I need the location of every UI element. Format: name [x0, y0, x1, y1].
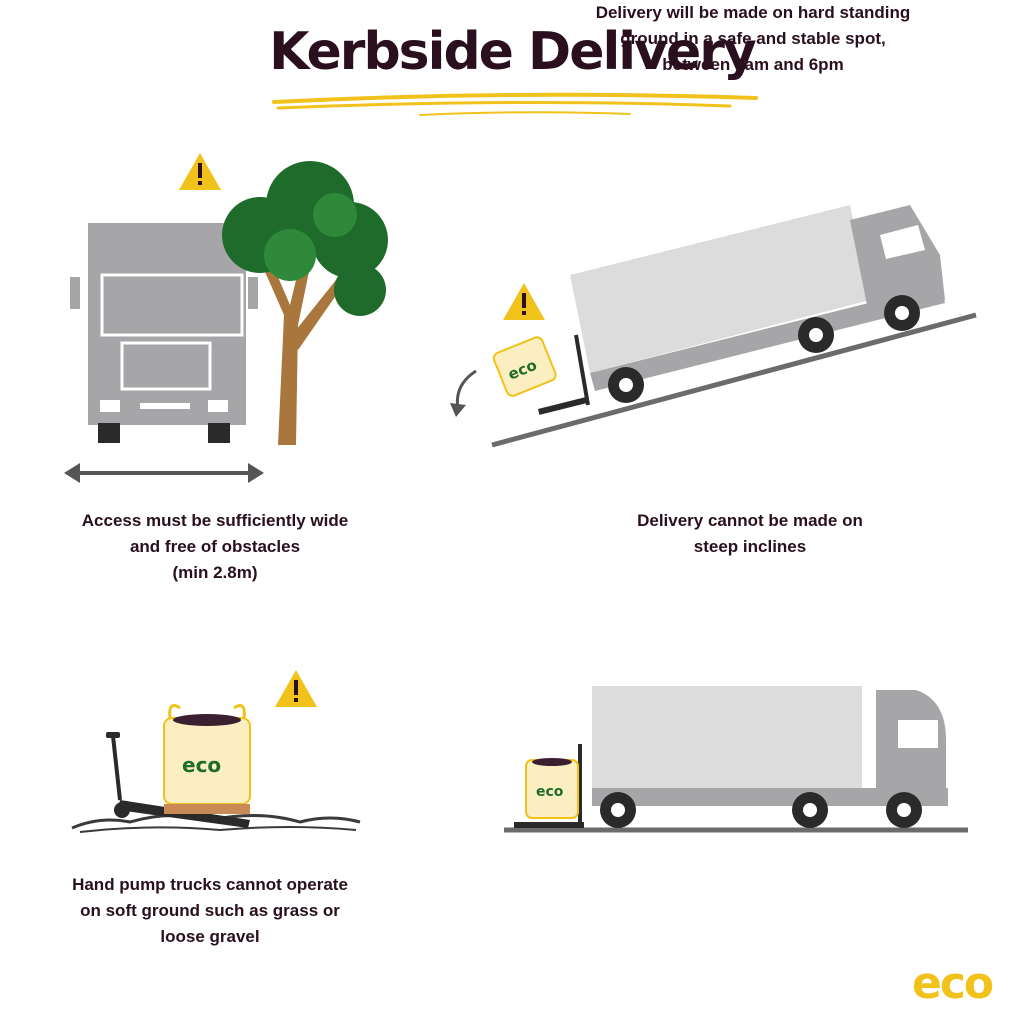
soft-ground-scene: eco [71, 670, 361, 833]
curved-arrow-icon [455, 369, 477, 410]
warning-icon [275, 670, 317, 707]
page-title: Kerbside Delivery [269, 22, 757, 82]
warning-icon [179, 153, 221, 190]
bulk-bag-icon: eco [525, 758, 579, 819]
title-underline [272, 92, 758, 116]
caption-incline: Delivery cannot be made on steep incline… [637, 511, 863, 556]
incline-scene: eco [450, 205, 977, 448]
caption-access-width: Access must be sufficiently wide and fre… [81, 511, 349, 582]
tree-icon [222, 161, 388, 445]
eco-logo: eco [912, 958, 994, 1009]
access-width-scene [64, 153, 388, 483]
svg-text:eco: eco [536, 784, 564, 800]
truck-icon [70, 223, 258, 443]
hard-standing-scene: eco [504, 686, 968, 833]
truck-icon [570, 205, 945, 406]
bulk-bag-icon: eco [163, 704, 251, 814]
arrow-double-icon [64, 463, 264, 483]
caption-soft-ground: Hand pump trucks cannot operate on soft … [72, 875, 348, 946]
warning-icon [503, 283, 545, 320]
bulk-bag-icon: eco [492, 336, 557, 397]
caption-hard-standing: Delivery will be made on hard standing g… [595, 3, 911, 74]
truck-icon [514, 686, 948, 828]
pallet [538, 396, 588, 415]
svg-text:eco: eco [182, 753, 221, 777]
